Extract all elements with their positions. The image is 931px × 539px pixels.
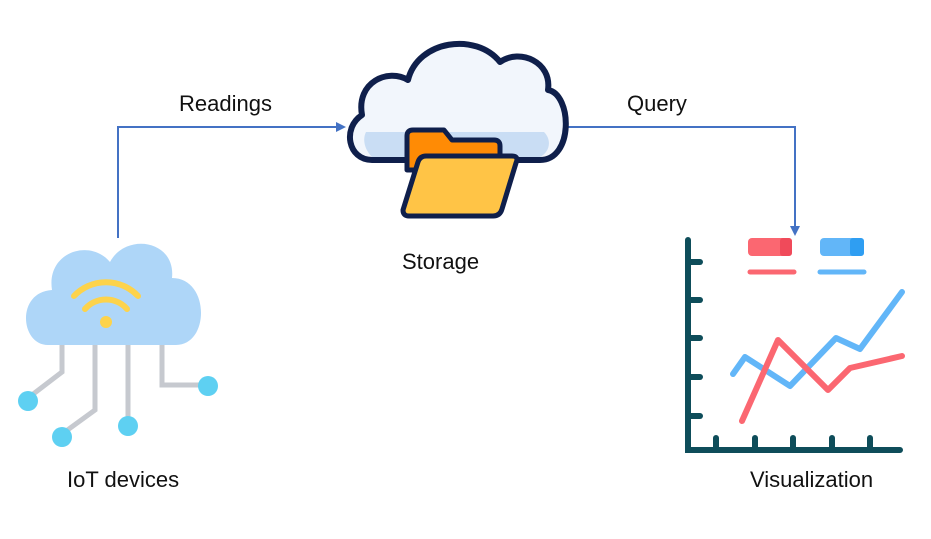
device-nodes (18, 376, 218, 447)
storage-node-label: Storage (402, 249, 480, 274)
chart-series-blue (730, 289, 905, 389)
iot-cloud-wifi-icon (18, 243, 218, 447)
chart-axes (685, 237, 903, 453)
visualization-node-label: Visualization (750, 467, 874, 492)
chart-series-red (739, 337, 905, 424)
readings-arrow (117, 122, 346, 238)
cloud-folder-icon (347, 40, 569, 219)
wifi-icon (71, 279, 141, 312)
wifi-dot (100, 316, 112, 328)
device-wires (25, 342, 208, 437)
query-edge-label: Query (627, 91, 687, 116)
chart-legend (747, 238, 867, 275)
iot-devices-node-label: IoT devices (67, 467, 180, 492)
line-chart-icon (685, 237, 905, 453)
readings-edge-label: Readings (179, 91, 272, 116)
query-arrow (567, 126, 800, 236)
